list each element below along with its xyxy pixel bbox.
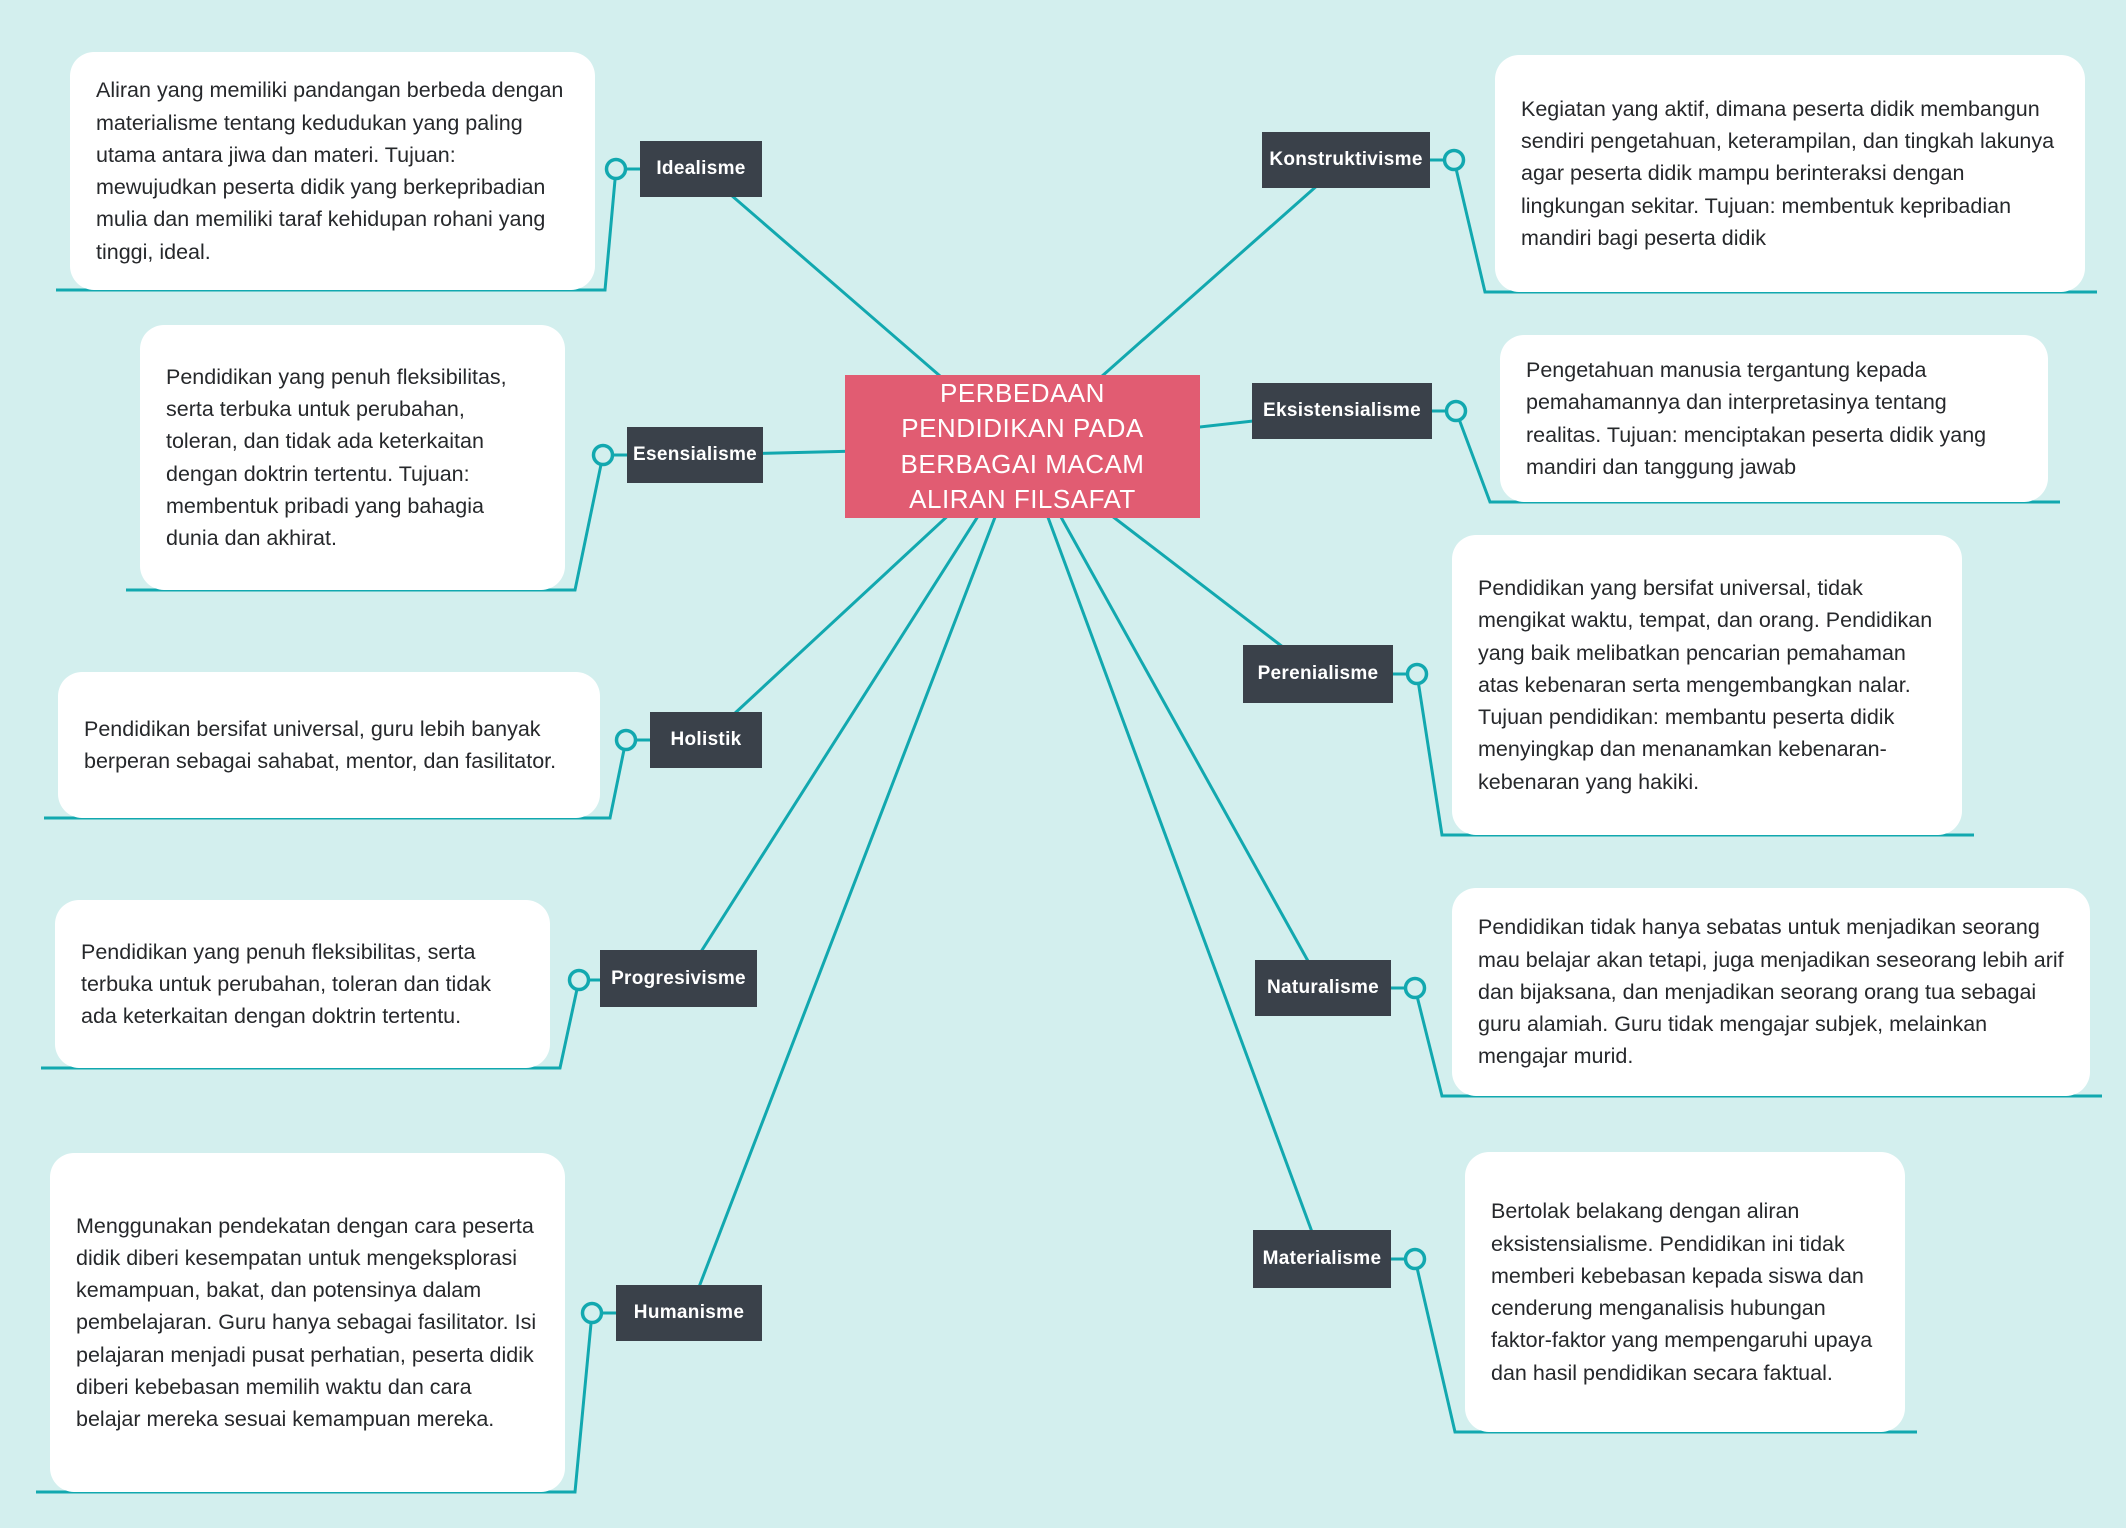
node-holistik-label: Holistik: [670, 729, 742, 750]
description-naturalisme-text: Pendidikan tidak hanya sebatas untuk men…: [1478, 915, 2064, 1069]
description-idealisme[interactable]: Aliran yang memiliki pandangan berbeda d…: [70, 52, 595, 290]
connector-dot-humanisme: [580, 1301, 604, 1325]
node-perenialisme[interactable]: Perenialisme: [1243, 645, 1393, 703]
node-idealisme-label: Idealisme: [656, 158, 746, 179]
description-esensialisme-text: Pendidikan yang penuh fleksibilitas, ser…: [166, 364, 507, 550]
description-progresivisme-text: Pendidikan yang penuh fleksibilitas, ser…: [81, 939, 491, 1029]
node-esensialisme-label: Esensialisme: [633, 444, 758, 465]
connector-dot-esensialisme: [591, 443, 615, 467]
callout-line-perenialisme: [1415, 673, 1974, 837]
node-humanisme-label: Humanisme: [633, 1302, 745, 1323]
description-materialisme[interactable]: Bertolak belakang dengan aliran eksisten…: [1465, 1152, 1905, 1432]
description-humanisme[interactable]: Menggunakan pendekatan dengan cara peser…: [50, 1153, 565, 1492]
description-konstruktivisme-text: Kegiatan yang aktif, dimana peserta didi…: [1521, 96, 2055, 250]
node-eksistensialisme-label: Eksistensialisme: [1263, 400, 1421, 421]
node-materialisme-label: Materialisme: [1262, 1248, 1382, 1269]
description-esensialisme[interactable]: Pendidikan yang penuh fleksibilitas, ser…: [140, 325, 565, 590]
callout-line-progresivisme: [41, 979, 581, 1070]
description-perenialisme-text: Pendidikan yang bersifat universal, tida…: [1478, 576, 1933, 794]
node-esensialisme[interactable]: Esensialisme: [627, 427, 763, 483]
description-progresivisme[interactable]: Pendidikan yang penuh fleksibilitas, ser…: [55, 900, 550, 1068]
connector-dot-naturalisme: [1403, 976, 1427, 1000]
callout-line-konstruktivisme: [1452, 159, 2097, 294]
node-naturalisme[interactable]: Naturalisme: [1255, 960, 1391, 1016]
node-humanisme[interactable]: Humanisme: [616, 1285, 762, 1341]
callout-line-humanisme: [36, 1312, 594, 1494]
description-eksistensialisme[interactable]: Pengetahuan manusia tergantung kepada pe…: [1500, 335, 2048, 502]
branch-line-humanisme: [687, 446, 1024, 1314]
connector-dot-idealisme: [604, 157, 628, 181]
branch-line-materialisme: [1020, 446, 1324, 1260]
callout-line-idealisme: [56, 168, 618, 292]
callout-line-eksistensialisme: [1454, 410, 2060, 504]
node-eksistensialisme[interactable]: Eksistensialisme: [1252, 383, 1432, 439]
node-konstruktivisme[interactable]: Konstruktivisme: [1262, 132, 1430, 188]
callout-line-naturalisme: [1413, 987, 2102, 1098]
node-naturalisme-label: Naturalisme: [1266, 977, 1380, 998]
connector-dot-progresivisme: [567, 968, 591, 992]
node-materialisme[interactable]: Materialisme: [1253, 1230, 1391, 1288]
description-idealisme-text: Aliran yang memiliki pandangan berbeda d…: [96, 78, 564, 264]
node-idealisme[interactable]: Idealisme: [640, 141, 762, 197]
connector-dot-holistik: [614, 728, 638, 752]
description-naturalisme[interactable]: Pendidikan tidak hanya sebatas untuk men…: [1452, 888, 2090, 1096]
connector-dot-materialisme: [1403, 1247, 1427, 1271]
connector-dot-konstruktivisme: [1442, 148, 1466, 172]
branch-line-progresivisme: [681, 446, 1024, 981]
description-perenialisme[interactable]: Pendidikan yang bersifat universal, tida…: [1452, 535, 1962, 835]
callout-line-materialisme: [1413, 1258, 1917, 1434]
node-holistik[interactable]: Holistik: [650, 712, 762, 768]
callout-line-holistik: [44, 739, 628, 820]
central-topic-title: PERBEDAAN PENDIDIKAN PADA BERBAGAI MACAM…: [900, 378, 1145, 514]
central-topic-node[interactable]: PERBEDAAN PENDIDIKAN PADA BERBAGAI MACAM…: [845, 375, 1200, 518]
callout-line-esensialisme: [126, 454, 605, 592]
connector-dot-perenialisme: [1405, 662, 1429, 686]
description-materialisme-text: Bertolak belakang dengan aliran eksisten…: [1491, 1199, 1873, 1385]
description-holistik-text: Pendidikan bersifat universal, guru lebi…: [84, 716, 557, 773]
description-eksistensialisme-text: Pengetahuan manusia tergantung kepada pe…: [1526, 358, 1987, 479]
description-humanisme-text: Menggunakan pendekatan dengan cara peser…: [76, 1213, 537, 1432]
node-konstruktivisme-label: Konstruktivisme: [1269, 149, 1423, 170]
connector-dot-eksistensialisme: [1444, 399, 1468, 423]
description-holistik[interactable]: Pendidikan bersifat universal, guru lebi…: [58, 672, 600, 818]
node-progresivisme-label: Progresivisme: [611, 967, 746, 989]
node-perenialisme-label: Perenialisme: [1257, 663, 1379, 684]
node-progresivisme[interactable]: Progresivisme: [600, 950, 757, 1007]
description-konstruktivisme[interactable]: Kegiatan yang aktif, dimana peserta didi…: [1495, 55, 2085, 292]
branch-line-naturalisme: [1020, 446, 1325, 989]
